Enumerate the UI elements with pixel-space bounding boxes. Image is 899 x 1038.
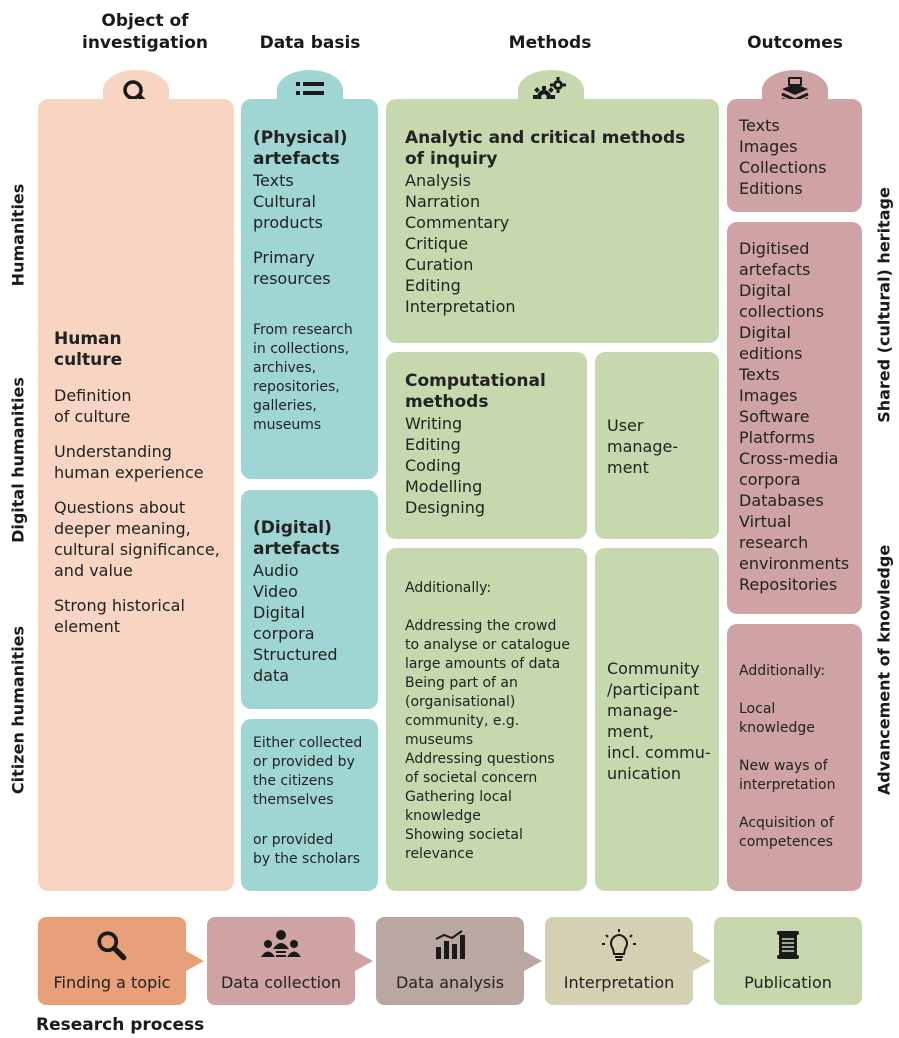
process-arrow [355,951,373,971]
methods-analytic-box [386,99,719,343]
outcomes-digital-box [727,222,862,614]
methods-computational-content: Computational methods Writing Editing Co… [405,371,546,517]
header-outcomes: Outcomes [747,33,843,53]
side-label-citizen: Citizen humanities [8,625,28,795]
process-step-label: Publication [744,973,832,992]
scroll-icon [777,931,799,959]
object-content: Human culture Definition of culture Unde… [54,329,220,636]
process-step-finding-topic: Finding a topic [38,917,186,1005]
outcomes-citizen-content: Additionally: Local knowledge New ways o… [739,663,836,850]
header-object: Object of investigation [82,11,208,53]
process-arrow [186,951,204,971]
methods-citizen-box [386,548,587,891]
process-step-label: Interpretation [563,973,675,992]
bar-chart-icon [435,930,465,959]
data-citizen-box [241,719,378,891]
side-label-shared-heritage: Shared (cultural) heritage [874,187,894,423]
outcomes-digital-content: Digitised artefacts Digital collections … [739,239,850,594]
process-step-data-analysis: Data analysis [376,917,524,1005]
people-icon [261,930,301,957]
side-label-digital: Digital humanities [8,377,28,543]
research-process-label: Research process [36,1015,205,1035]
process-arrow [693,951,711,971]
header-data-basis: Data basis [259,33,361,53]
methods-community-content: Community /participant manage- ment, inc… [607,659,711,783]
data-physical-small: From research in collections, archives, … [253,322,353,433]
data-physical-box [241,99,378,479]
outcomes-citizen-box [727,624,862,891]
process-step-label: Data analysis [395,973,505,992]
process-step-interpretation: Interpretation [545,917,693,1005]
methods-community-box [595,548,719,891]
header-methods: Methods [508,33,592,53]
magnifier-icon [97,931,127,961]
process-step-label: Data collection [220,973,342,992]
outcomes-humanities-box [727,99,862,212]
side-label-humanities: Humanities [8,183,28,287]
side-label-advancement: Advancement of knowledge [874,544,894,796]
process-step-label: Finding a topic [53,973,171,992]
data-digital-content: (Digital) artefacts Audio Video Digital … [253,518,340,685]
outcomes-humanities-content: Texts Images Collections Editions [739,116,827,198]
lightbulb-icon [602,929,636,961]
methods-computational-box [386,352,587,539]
process-step-data-collection: Data collection [207,917,355,1005]
methods-user-mgmt-content: User manage- ment [607,416,679,477]
data-digital-box [241,490,378,709]
process-step-publication: Publication [714,917,862,1005]
methods-analytic-content: Analytic and critical methods of inquiry… [405,128,686,316]
methods-citizen-content: Additionally: Addressing the crowd to an… [405,580,571,862]
process-arrow [524,951,542,971]
data-citizen-content: Either collected or provided by the citi… [253,735,363,867]
data-physical-content: (Physical) artefacts Texts Cultural prod… [253,128,348,288]
methods-user-mgmt-box [595,352,719,539]
object-box [38,99,234,891]
